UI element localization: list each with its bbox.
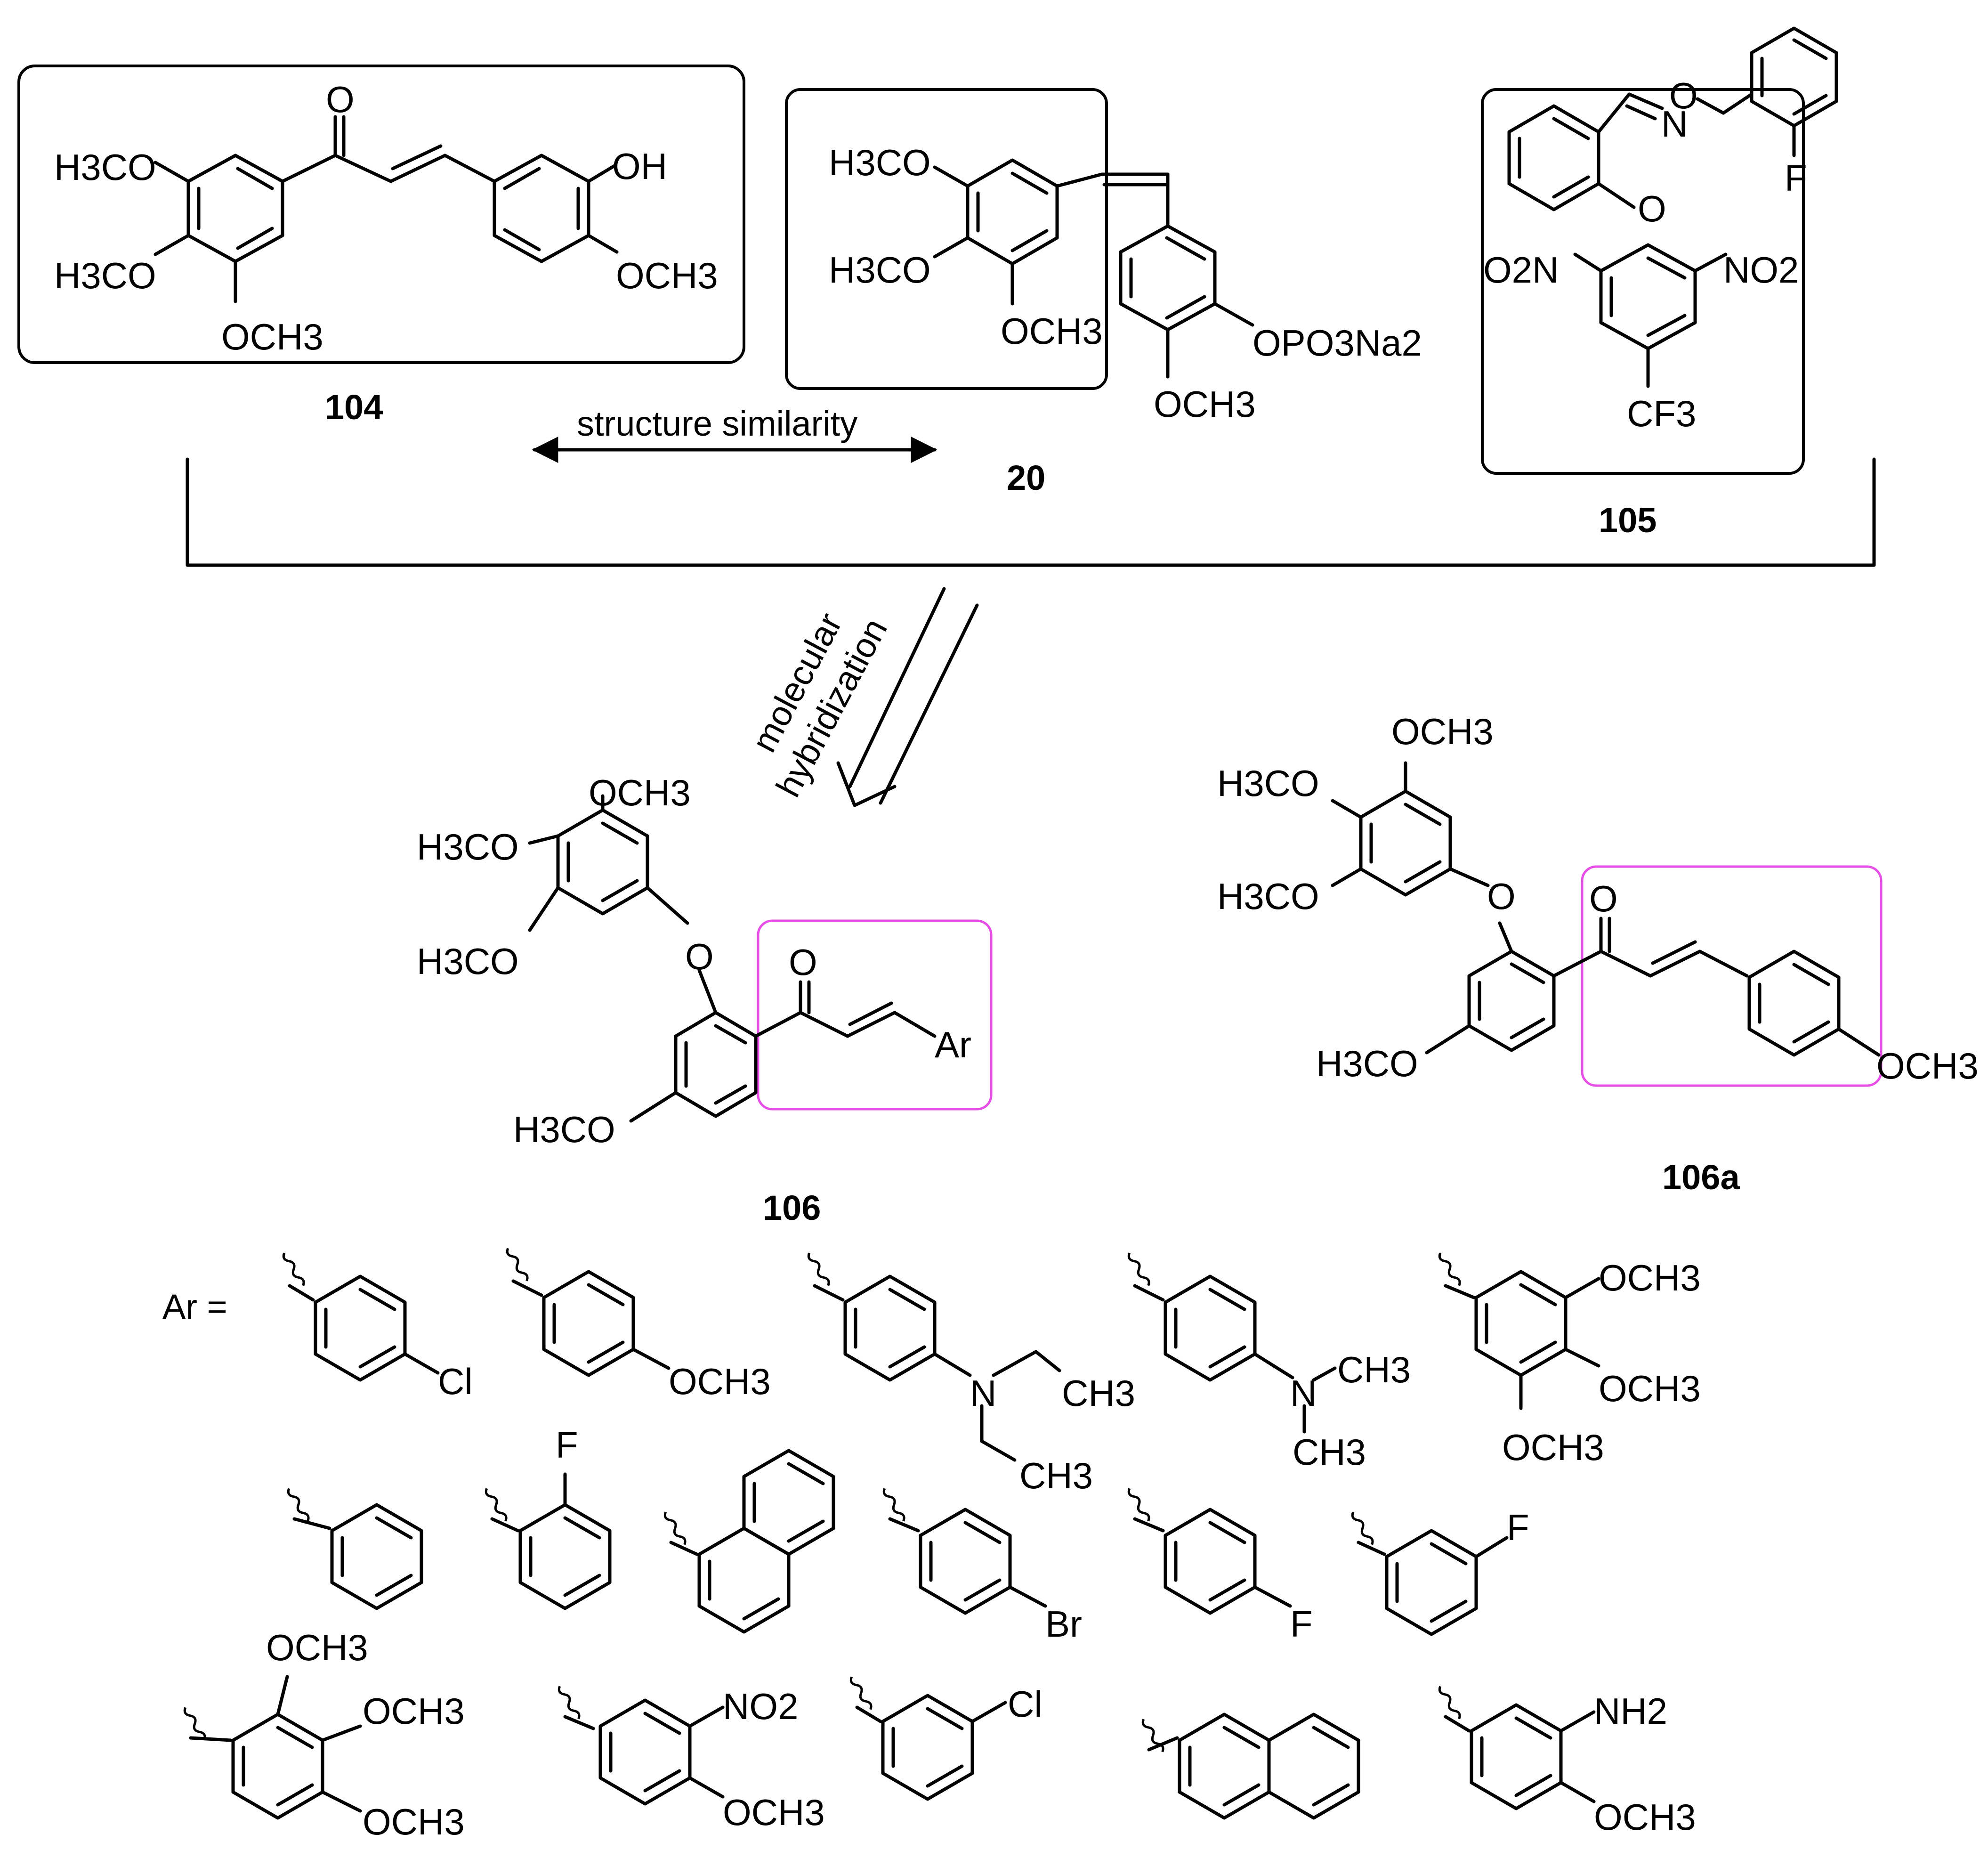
atom-h3co-106c: H3CO [513, 1109, 615, 1150]
atom-ar-106: Ar [935, 1024, 971, 1065]
atom-och3-r3a-2: OCH3 [363, 1690, 465, 1732]
atom-h3co-20b: H3CO [829, 249, 931, 291]
atom-h3co-104a: H3CO [54, 146, 156, 188]
atom-ch3-r1c-2: CH3 [1019, 1455, 1093, 1496]
ar-4-dimethylaminophenyl: N CH3 CH3 [1127, 1252, 1411, 1473]
atom-br-r2d: Br [1045, 1603, 1082, 1645]
atom-o-105b: O [1638, 188, 1666, 229]
bonds-106a [1331, 761, 1881, 1057]
ar-4-fluorophenyl: F [1127, 1488, 1313, 1645]
bracket [186, 457, 1876, 567]
ar-2-fluorophenyl: F [485, 1424, 612, 1610]
atom-n-r1d: N [1290, 1372, 1317, 1414]
atom-och3-104a: OCH3 [221, 316, 323, 357]
atom-cl-r3c: Cl [1008, 1683, 1042, 1725]
atom-h3co-106a-3: H3CO [1316, 1043, 1418, 1084]
ar-4-chlorophenyl: Cl [282, 1252, 473, 1402]
atom-h3co-106a: H3CO [417, 826, 519, 868]
highlight-box-106 [757, 919, 993, 1111]
atom-h3co-106b: H3CO [417, 941, 519, 982]
bonds-104 [154, 115, 619, 303]
compound-105: N O F O O2N NO2 CF3 [1481, 26, 1838, 475]
atom-no2-105: NO2 [1723, 249, 1799, 291]
label-105: 105 [1599, 501, 1657, 540]
atom-h3co-20a: H3CO [829, 142, 931, 183]
ar-4-bromophenyl: Br [882, 1488, 1082, 1645]
atom-h3co-104b: H3CO [54, 255, 156, 296]
atom-och3-104b: OCH3 [616, 255, 718, 296]
atom-h3co-106a-1: H3CO [1217, 763, 1319, 804]
ar-phenyl [287, 1488, 423, 1610]
atom-och3-r3e: OCH3 [1594, 1796, 1696, 1838]
atom-och3-106a-1: OCH3 [1391, 711, 1494, 752]
ar-1-naphthyl [663, 1449, 835, 1634]
ar-3-4-5-trimethoxyphenyl: OCH3 OCH3 OCH3 [1438, 1252, 1701, 1468]
label-104: 104 [325, 388, 383, 427]
label-106a: 106a [1662, 1158, 1740, 1197]
atom-nh2-r3e: NH2 [1594, 1690, 1667, 1732]
box-20 [785, 88, 1108, 390]
atom-o-105a: O [1669, 75, 1698, 116]
atom-ch3-r1d-1: CH3 [1337, 1349, 1411, 1390]
ar-4-diethylaminophenyl: N CH3 CH3 [807, 1252, 1135, 1496]
ar-2-3-4-trimethoxyphenyl: OCH3 OCH3 OCH3 [183, 1627, 465, 1842]
atom-och3-106a: OCH3 [589, 772, 691, 813]
atom-h3co-106a-2: H3CO [1217, 876, 1319, 917]
atom-ch3-r1c-1: CH3 [1062, 1372, 1135, 1414]
atom-och3-r3a-3: OCH3 [363, 1801, 465, 1842]
atom-och3-106a-2: OCH3 [1876, 1045, 1979, 1087]
atom-f-r2b: F [556, 1424, 578, 1466]
highlight-box-106a [1581, 865, 1883, 1087]
atom-f-105: F [1785, 157, 1807, 199]
ar-3-nitro-4-methoxyphenyl: NO2 OCH3 [558, 1686, 825, 1833]
atom-och3-r1e-2: OCH3 [1599, 1368, 1701, 1409]
label-106: 106 [763, 1188, 821, 1227]
atom-och3-r1b: OCH3 [669, 1361, 771, 1402]
compound-106: OCH3 H3CO H3CO O O Ar H3CO [417, 772, 993, 1150]
atom-och3-r3b: OCH3 [723, 1792, 825, 1833]
atom-o-106a-2: O [1589, 878, 1618, 919]
atom-och3-20a: OCH3 [1001, 310, 1103, 352]
atom-f-r2f: F [1507, 1507, 1529, 1548]
atom-och3-r1e-3: OCH3 [1502, 1427, 1604, 1468]
ar-3-amino-4-methoxyphenyl: NH2 OCH3 [1438, 1686, 1696, 1838]
box-104 [17, 65, 745, 364]
compound-106a: OCH3 H3CO H3CO O O H3CO OCH3 [1217, 711, 1979, 1087]
bonds-105 [1507, 26, 1838, 388]
bonds-20 [933, 158, 1254, 379]
compound-104: O H3CO H3CO OCH3 OH OCH3 [17, 65, 745, 364]
atom-och3-20b: OCH3 [1154, 383, 1256, 425]
atom-o-106b: O [789, 941, 817, 983]
atom-och3-r1e-1: OCH3 [1599, 1257, 1701, 1298]
similarity-text: structure similarity [577, 404, 857, 443]
label-20: 20 [1007, 458, 1045, 497]
atom-o-106a: O [685, 936, 714, 977]
atom-o-104: O [326, 79, 355, 120]
ar-4-methoxyphenyl: OCH3 [506, 1248, 771, 1402]
atom-oh-104: OH [612, 146, 667, 187]
hybridization-arrow [836, 587, 979, 807]
atom-o-106a-1: O [1487, 876, 1516, 917]
ar-3-fluorophenyl: F [1351, 1507, 1529, 1636]
compound-20: H3CO H3CO OCH3 OPO3Na2 OCH3 [785, 88, 1422, 425]
atom-f-r2e: F [1290, 1603, 1313, 1645]
ar-3-chlorophenyl: Cl [849, 1676, 1042, 1801]
atom-n-r1c: N [970, 1372, 996, 1414]
ar-prefix: Ar = [162, 1287, 227, 1326]
atom-och3-r3a-1: OCH3 [266, 1627, 368, 1668]
atom-ch3-r1d-2: CH3 [1293, 1431, 1366, 1473]
atom-opo3na2-20: OPO3Na2 [1253, 322, 1422, 364]
atom-n-105: N [1661, 103, 1688, 145]
atom-cl-r1a: Cl [438, 1361, 473, 1402]
atom-no2-r3b: NO2 [723, 1686, 798, 1727]
box-105 [1481, 88, 1805, 475]
atom-cf3-105: CF3 [1627, 393, 1696, 434]
atom-o2n-105: O2N [1483, 249, 1559, 291]
bonds-106 [528, 794, 937, 1123]
ar-2-naphthyl [1141, 1712, 1360, 1820]
